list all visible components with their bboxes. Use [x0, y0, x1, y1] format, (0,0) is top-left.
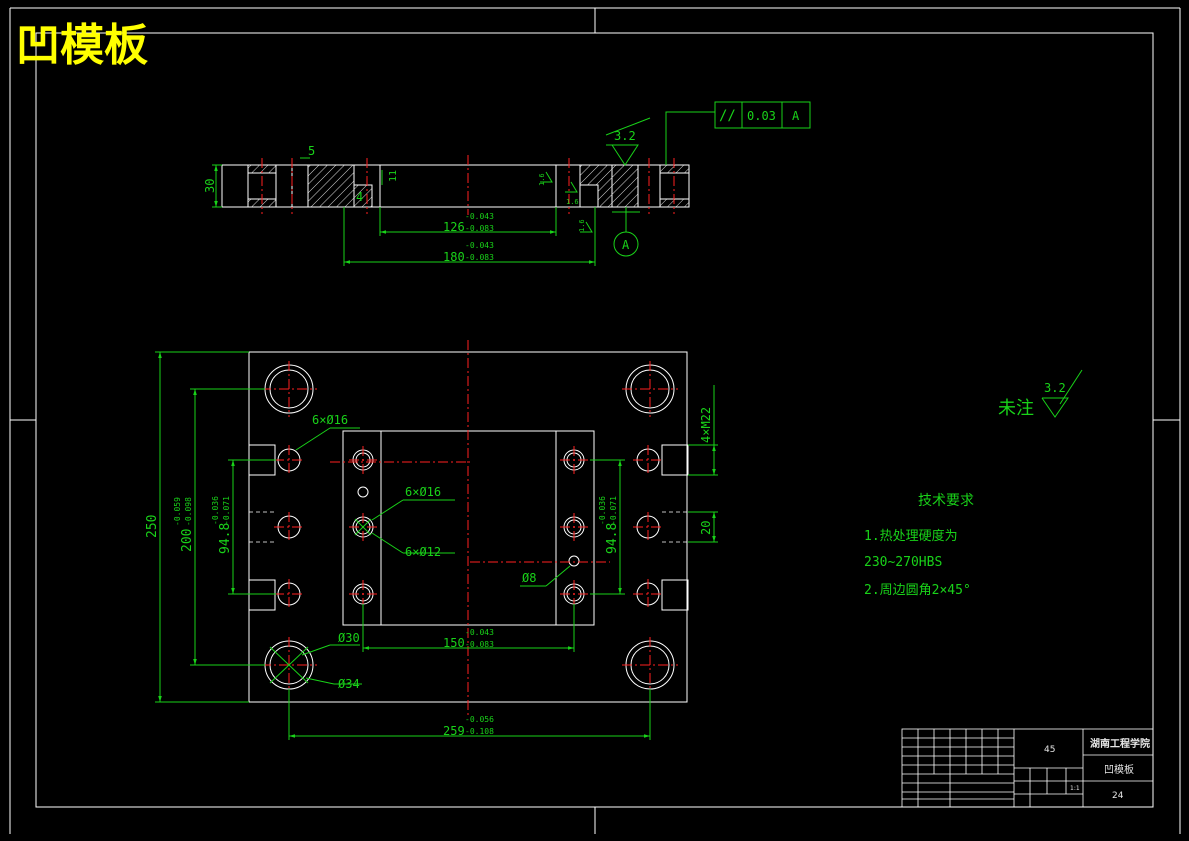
dim-126-tol-lo: -0.083 [465, 224, 494, 233]
dim-150-tol-lo: -0.083 [465, 640, 494, 649]
dim-200-tol-lo: -0.098 [184, 497, 193, 526]
plan-view: 250 200 -0.059 -0.098 94.8 -0.036 -0.071… [145, 340, 718, 740]
sheet-border [9, 7, 1181, 834]
tolerance-symbol: // [719, 108, 736, 124]
part-name-cell: 凹模板 [1104, 763, 1134, 776]
drawing-no-cell: 24 [1112, 791, 1124, 801]
scale-cell: 1:1 [1070, 785, 1080, 792]
holes-16-callout-a: 6×Ø16 [312, 413, 348, 427]
datum-label: A [622, 238, 630, 252]
title-block: 45 湖南工程学院 凹模板 24 1:1 [901, 728, 1154, 808]
thickness-dim: 30 [203, 179, 217, 193]
section-view: 30 5 11 4 1.6 1.6 1.6 126 -0.043 -0.083 … [203, 101, 811, 266]
dim-200: 200 [180, 529, 195, 552]
roughness-2: 1.6 [566, 198, 579, 206]
dim-150: 150 [443, 636, 465, 650]
dim-94-right-tol-lo: -0.071 [609, 496, 618, 525]
dim-94-left-tol-up: -0.036 [211, 496, 220, 525]
datum-ref: A [792, 109, 800, 123]
tech-requirements-title: 技术要求 [918, 493, 974, 509]
tech-req-line1: 1.热处理硬度为 [864, 528, 958, 544]
holes-16-callout-b: 6×Ø16 [405, 485, 441, 499]
roughness-1: 1.6 [538, 173, 546, 186]
thread-callout: 4×M22 [699, 407, 713, 443]
surface-roughness: 3.2 [614, 129, 636, 143]
dim-259-tol-lo: -0.108 [465, 727, 494, 736]
dim-259: 259 [443, 724, 465, 738]
dim-180: 180 [443, 250, 465, 264]
dim-126-tol-up: -0.043 [465, 212, 494, 221]
dim-94-left: 94.8 [218, 523, 233, 554]
dim-250: 250 [145, 515, 160, 538]
dim-200-tol-up: -0.059 [173, 497, 182, 526]
hole-8-callout: Ø8 [522, 571, 536, 585]
material-cell: 45 [1044, 745, 1055, 755]
step-dim: 5 [308, 144, 315, 158]
dim-126: 126 [443, 220, 465, 234]
dim-259-tol-up: -0.056 [465, 715, 494, 724]
remaining-roughness-label: 未注 [998, 398, 1034, 419]
dim-94-right: 94.8 [605, 523, 620, 554]
page-title: 凹模板 [16, 20, 148, 71]
dim-20: 20 [699, 521, 713, 535]
hole-30-callout: Ø30 [338, 631, 360, 645]
dim-180-tol-lo: -0.083 [465, 253, 494, 262]
dim-94-right-tol-up: -0.036 [598, 496, 607, 525]
tech-req-line2: 230~270HBS [864, 555, 942, 570]
remaining-roughness-value: 3.2 [1044, 381, 1066, 395]
hole-34-callout: Ø34 [338, 677, 360, 691]
school-cell: 湖南工程学院 [1090, 737, 1150, 750]
depth-dim-11: 11 [388, 170, 399, 182]
tech-req-line3: 2.周边圆角2×45° [864, 583, 971, 598]
dim-94-left-tol-lo: -0.071 [222, 496, 231, 525]
tolerance-value: 0.03 [747, 109, 776, 123]
dim-180-tol-up: -0.043 [465, 241, 494, 250]
holes-12-callout: 6×Ø12 [405, 545, 441, 559]
depth-dim-4: 4 [356, 190, 363, 204]
notes: 未注 3.2 技术要求 1.热处理硬度为 230~270HBS 2.周边圆角2×… [864, 369, 1083, 598]
roughness-3: 1.6 [578, 219, 586, 232]
dim-150-tol-up: -0.043 [465, 628, 494, 637]
